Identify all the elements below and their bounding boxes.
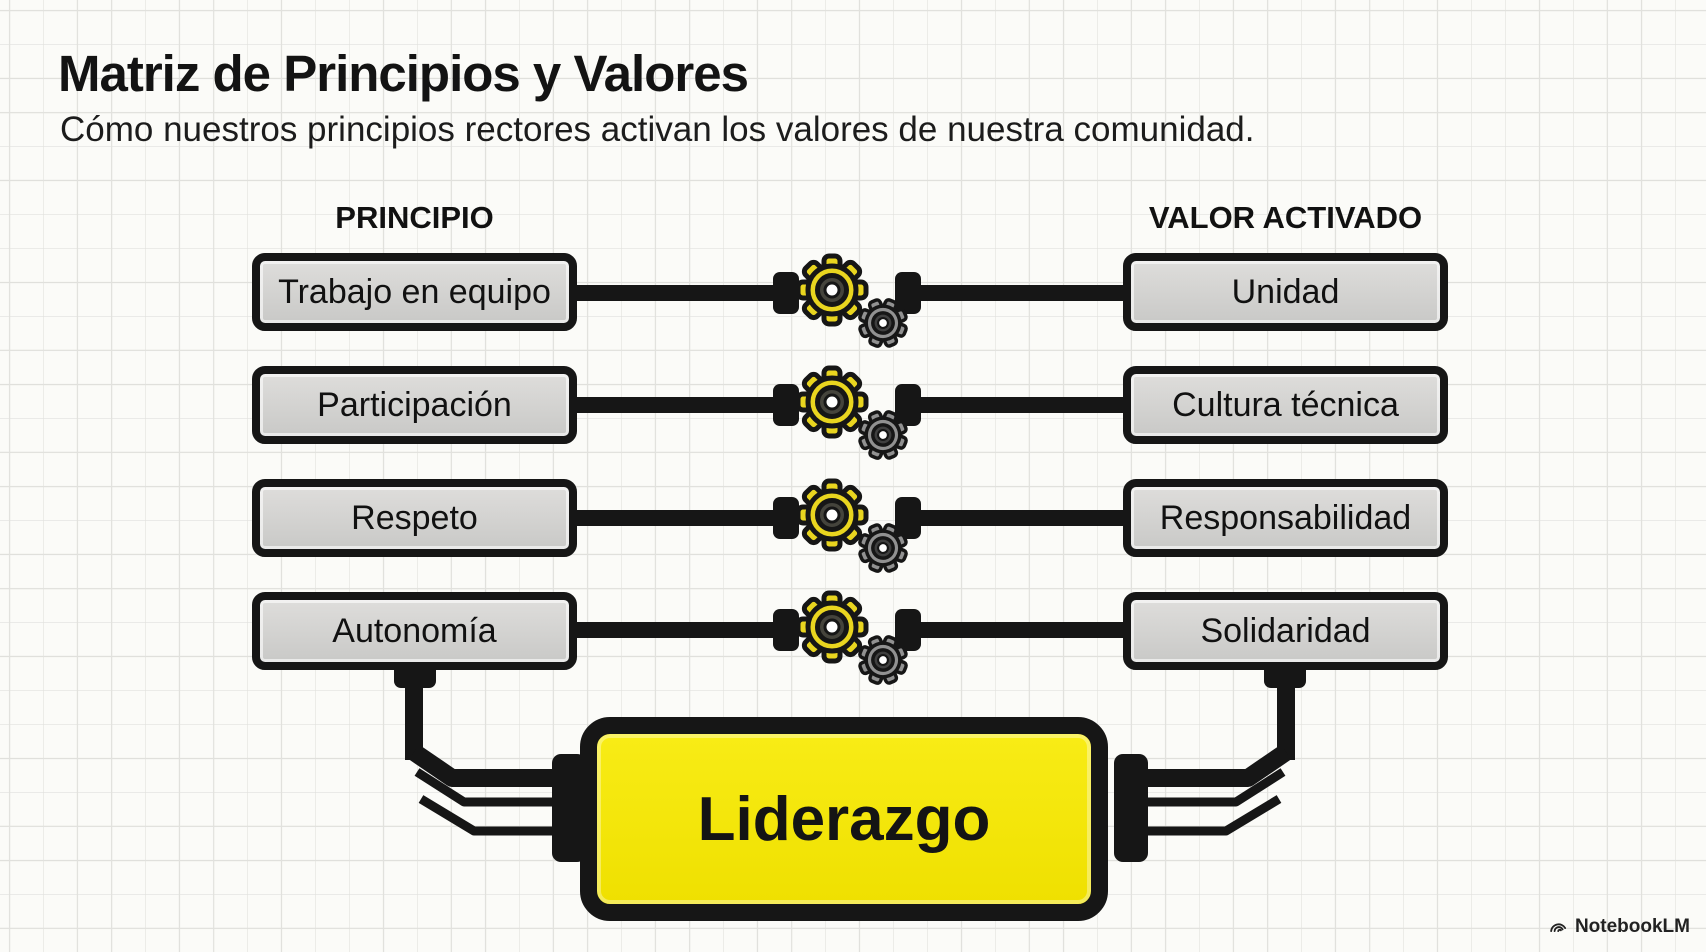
value-label: Cultura técnica [1172, 385, 1399, 424]
value-label: Solidaridad [1200, 611, 1371, 650]
brand-watermark: NotebookLM [1547, 914, 1690, 940]
value-label: Responsabilidad [1159, 498, 1412, 537]
principle-label: Participación [317, 385, 512, 424]
cable-bundle-right [1114, 662, 1306, 862]
value-box-cultura-tecnica: Cultura técnica [1123, 366, 1448, 444]
brand-label: NotebookLM [1574, 916, 1690, 937]
principle-label: Respeto [351, 498, 478, 537]
cable-bundle-left [394, 662, 586, 862]
leadership-node: Liderazgo [580, 717, 1108, 921]
page-title: Matriz de Principios y Valores [58, 45, 749, 102]
principle-label: Autonomía [332, 611, 497, 650]
value-box-solidaridad: Solidaridad [1123, 592, 1448, 670]
column-header-value: VALOR ACTIVADO [1148, 200, 1423, 235]
principle-box-respeto: Respeto [252, 479, 577, 557]
value-box-responsabilidad: Responsabilidad [1123, 479, 1448, 557]
page-subtitle: Cómo nuestros principios rectores activa… [60, 110, 1255, 149]
principle-box-trabajo-en-equipo: Trabajo en equipo [252, 253, 577, 331]
principle-box-autonomia: Autonomía [252, 592, 577, 670]
notebooklm-wave-icon [1550, 923, 1567, 933]
principle-label: Trabajo en equipo [278, 272, 551, 311]
column-header-principle: PRINCIPIO [335, 200, 494, 235]
leadership-label: Liderazgo [697, 784, 991, 854]
principle-box-participacion: Participación [252, 366, 577, 444]
value-box-unidad: Unidad [1123, 253, 1448, 331]
value-label: Unidad [1231, 272, 1340, 311]
